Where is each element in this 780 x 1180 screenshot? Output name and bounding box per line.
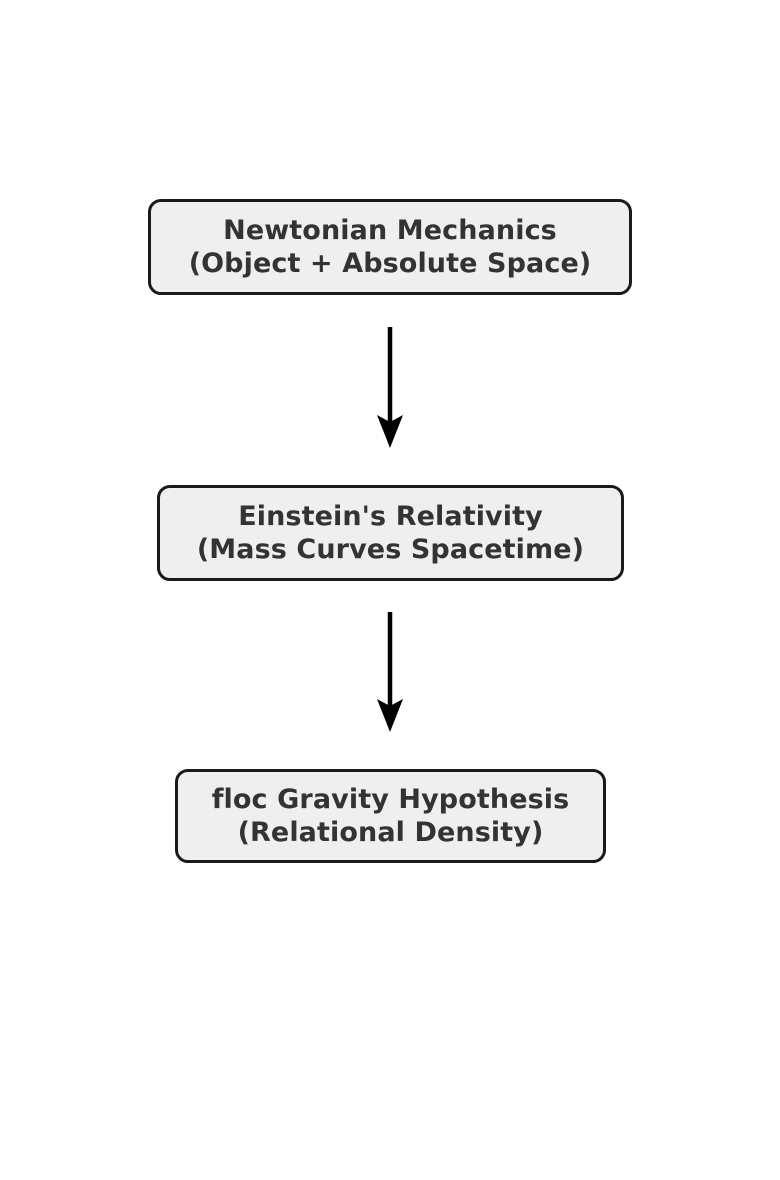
node-newtonian-line-2: (Object + Absolute Space): [188, 248, 592, 279]
node-einstein-line-2: (Mass Curves Spacetime): [196, 534, 585, 565]
node-newtonian-line-1: Newtonian Mechanics: [223, 215, 557, 246]
arrowhead-icon: [377, 699, 403, 732]
node-einstein-line-1: Einstein's Relativity: [238, 501, 543, 532]
node-floc-line-2: (Relational Density): [237, 817, 544, 848]
node-einsteins-relativity[interactable]: Einstein's Relativity (Mass Curves Space…: [157, 485, 624, 581]
node-floc-gravity-hypothesis[interactable]: floc Gravity Hypothesis (Relational Dens…: [175, 769, 606, 863]
node-floc-line-1: floc Gravity Hypothesis: [211, 784, 570, 815]
arrowhead-icon: [377, 415, 403, 448]
node-newtonian-mechanics[interactable]: Newtonian Mechanics (Object + Absolute S…: [148, 199, 632, 295]
